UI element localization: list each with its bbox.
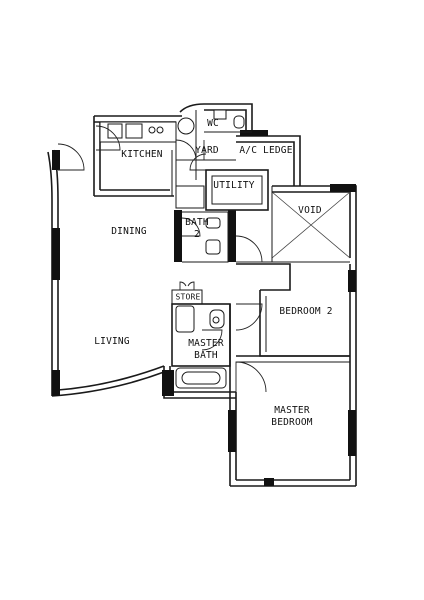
room-label-dining: DINING [111,226,147,237]
room-label-ac-ledge: A/C LEDGE [239,145,293,156]
room-label-bedroom-2: BEDROOM 2 [279,306,333,317]
room-label-yard: YARD [195,145,219,156]
room-label-utility: UTILITY [213,180,255,191]
room-label-store: STORE [175,292,201,302]
room-label-bath-2: BATH 2 [185,217,209,240]
room-label-wc: WC [207,118,219,129]
room-label-master-bedroom: MASTER BEDROOM [271,405,313,428]
interior-walls [99,109,351,392]
room-label-void: VOID [298,205,322,216]
door-swings [57,125,267,393]
room-label-master-bath: MASTER BATH [188,338,224,361]
room-label-kitchen: KITCHEN [121,149,163,160]
structural-columns [52,130,356,486]
room-label-living: LIVING [94,336,130,347]
